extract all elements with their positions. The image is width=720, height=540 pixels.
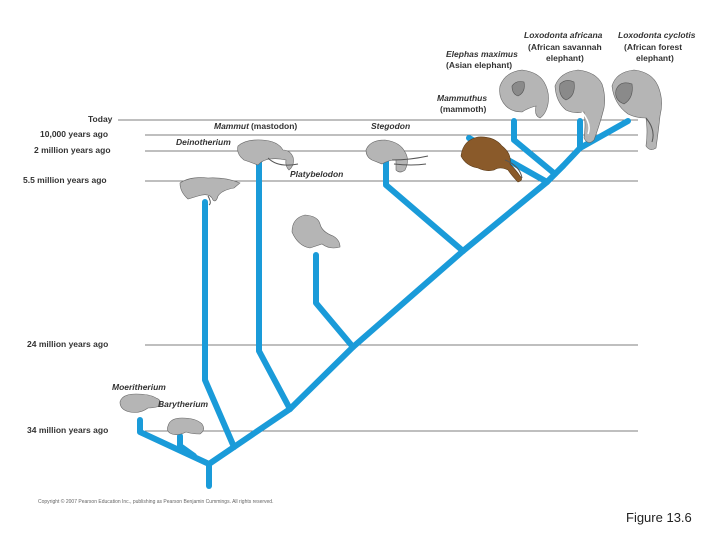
label-elephas-common: (Asian elephant) bbox=[446, 60, 512, 70]
label-deinotherium: Deinotherium bbox=[176, 137, 231, 147]
label-moeritherium: Moeritherium bbox=[112, 382, 166, 392]
time-label-2m: 2 million years ago bbox=[34, 145, 111, 155]
tree-branches bbox=[137, 118, 631, 489]
time-label-5-5m: 5.5 million years ago bbox=[23, 175, 107, 185]
loxodonta-cyclotis-icon bbox=[611, 69, 662, 150]
taxon-labels: Mammut(mastodon) Deinotherium Platybelod… bbox=[112, 30, 696, 409]
branch-proboscidea bbox=[206, 444, 237, 467]
branch-loxodonta bbox=[560, 145, 583, 169]
branch-barytherium bbox=[177, 433, 197, 459]
label-loxodonta-cyclotis-common-1: (African forest bbox=[624, 42, 682, 52]
branch-main bbox=[231, 406, 293, 450]
time-labels: Today 10,000 years ago 2 million years a… bbox=[23, 114, 113, 435]
label-stegodon: Stegodon bbox=[371, 121, 410, 131]
label-loxodonta-cyclotis-common-2: elephant) bbox=[636, 53, 674, 63]
branch-deinotherium bbox=[202, 199, 237, 450]
deinotherium-icon bbox=[179, 177, 241, 206]
label-mammuthus-genus: Mammuthus bbox=[437, 93, 487, 103]
label-loxodonta-africana-genus: Loxodonta africana bbox=[524, 30, 603, 40]
branch-stegodon bbox=[383, 157, 466, 254]
label-elephas-genus: Elephas maximus bbox=[446, 49, 518, 59]
platybelodon-icon bbox=[291, 214, 341, 249]
barytherium-icon bbox=[167, 417, 204, 435]
mammuthus-icon bbox=[460, 136, 523, 183]
label-barytherium: Barytherium bbox=[158, 399, 209, 409]
branch-elephantidae bbox=[350, 248, 466, 350]
moeritherium-icon bbox=[119, 393, 161, 413]
branch-elephas bbox=[511, 118, 558, 177]
branch-platybelodon bbox=[313, 252, 356, 350]
branch-elephantoidea bbox=[287, 344, 356, 412]
time-label-10k: 10,000 years ago bbox=[40, 129, 108, 139]
elephas-icon bbox=[499, 69, 549, 119]
label-loxodonta-africana-common-2: elephant) bbox=[546, 53, 584, 63]
mammut-icon bbox=[237, 139, 299, 171]
label-loxodonta-africana-common-1: (African savannah bbox=[528, 42, 602, 52]
branch-crown bbox=[460, 179, 550, 254]
time-label-today: Today bbox=[88, 114, 113, 124]
loxodonta-africana-icon bbox=[554, 69, 605, 143]
label-platybelodon: Platybelodon bbox=[290, 169, 343, 179]
copyright-text: Copyright © 2007 Pearson Education Inc.,… bbox=[38, 498, 273, 505]
branch-loxodonta-cyclotis bbox=[577, 118, 631, 151]
time-label-24m: 24 million years ago bbox=[27, 339, 108, 349]
branch-mammut bbox=[256, 155, 293, 412]
stegodon-icon bbox=[365, 139, 429, 173]
figure-caption: Figure 13.6 bbox=[626, 510, 692, 525]
label-loxodonta-cyclotis-genus: Loxodonta cyclotis bbox=[618, 30, 696, 40]
label-mammut: Mammut(mastodon) bbox=[214, 121, 297, 131]
label-mammuthus-common: (mammoth) bbox=[440, 104, 486, 114]
time-label-34m: 34 million years ago bbox=[27, 425, 108, 435]
